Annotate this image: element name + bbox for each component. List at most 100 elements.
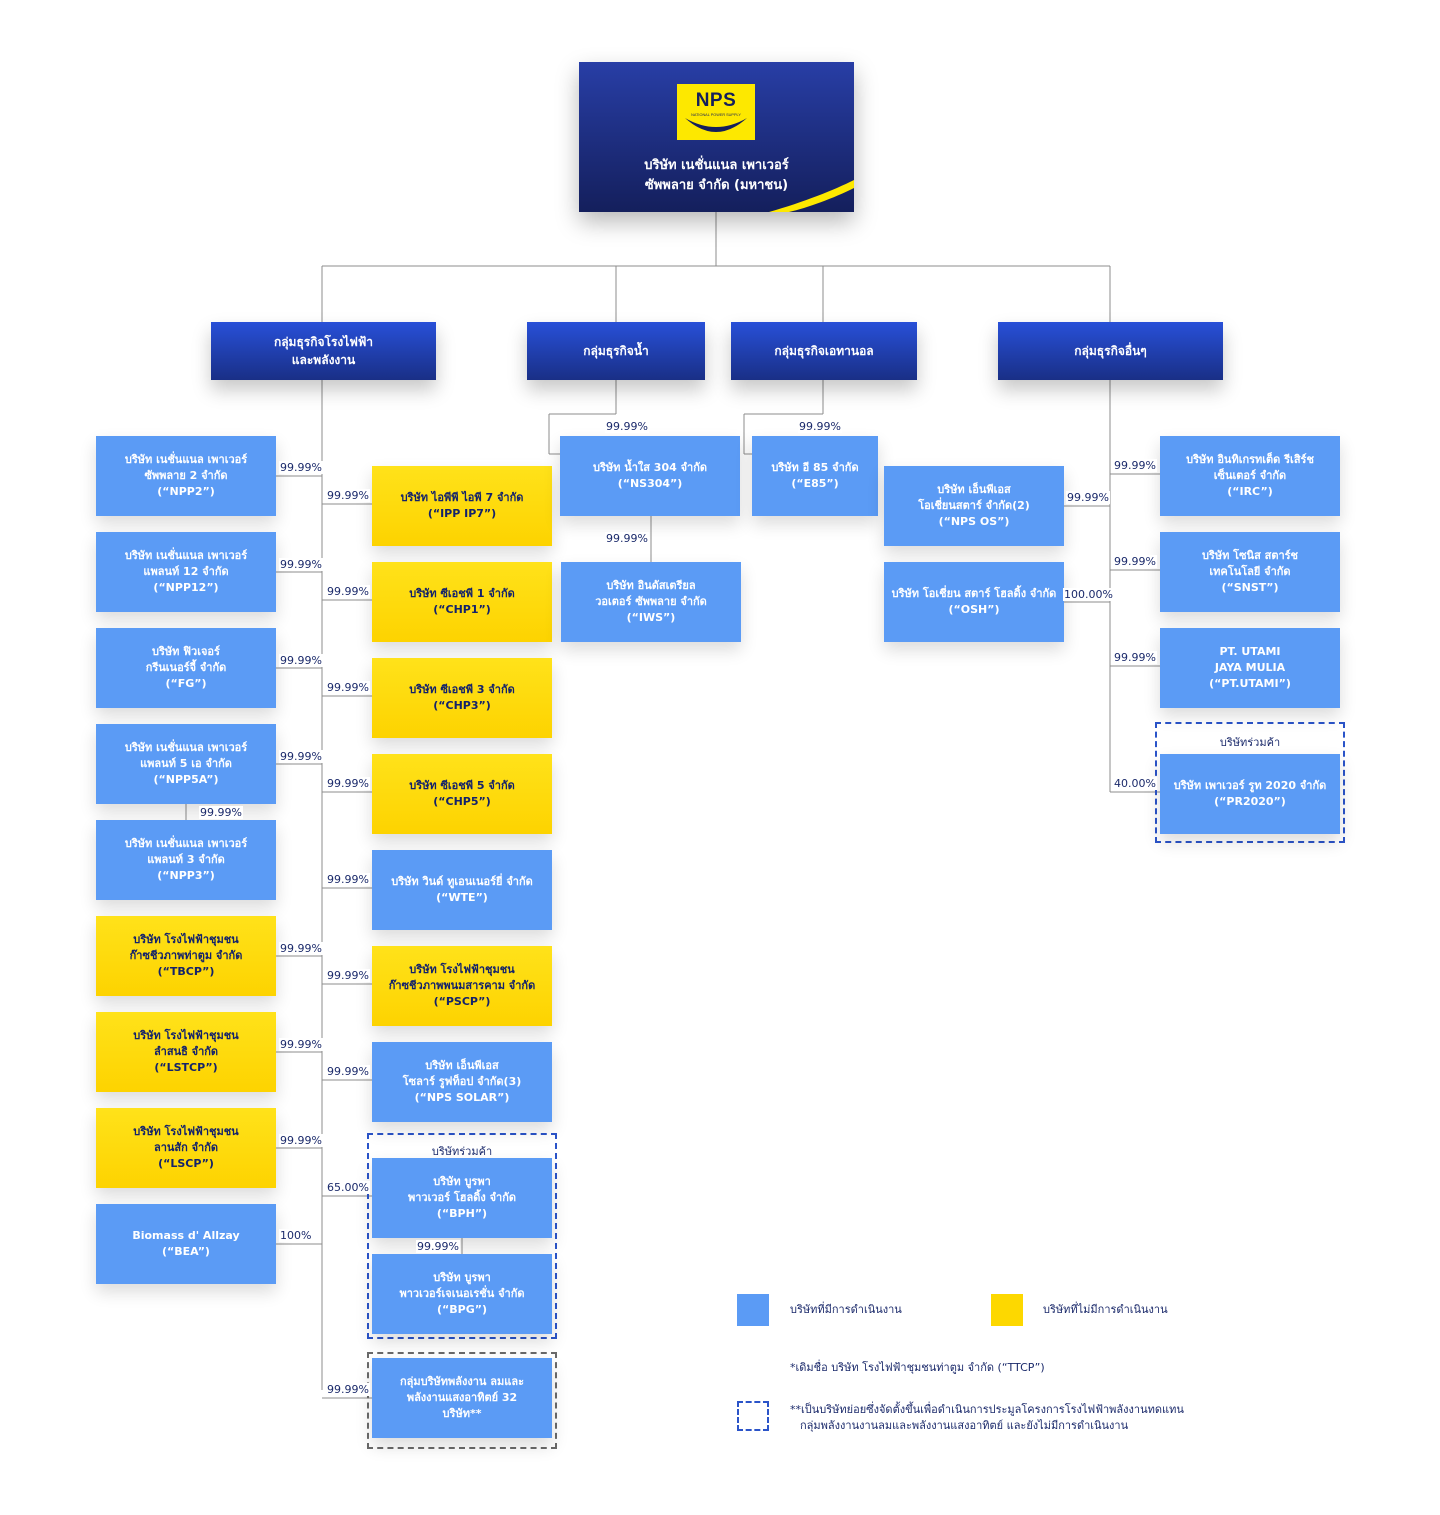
company-nps-os[interactable]: บริษัท เอ็นพีเอส โอเชี่ยนสตาร์ จำกัด(2) …	[884, 466, 1064, 546]
company-npp5a[interactable]: บริษัท เนชั่นแนล เพาเวอร์ แพลนท์ 5 เอ จำ…	[96, 724, 276, 804]
joint-venture-label: บริษัทร่วมค้า	[1219, 736, 1281, 749]
company-abbr: (“IRC”)	[1227, 485, 1273, 498]
company-ipp-ip7[interactable]: บริษัท ไอพีพี ไอพี 7 จำกัด (“IPP IP7”)	[372, 466, 552, 546]
company-pscp[interactable]: บริษัท โรงไฟฟ้าชุมชน ก๊าซชีวภาพพนมสารคาม…	[372, 946, 552, 1026]
wind-solar-group-frame	[367, 1352, 557, 1449]
company-name-line: บริษัท โรงไฟฟ้าชุมชน	[133, 1125, 239, 1138]
group-other[interactable]: กลุ่มธุรกิจอื่นๆ	[998, 322, 1223, 380]
company-ns304[interactable]: บริษัท น้ำใส 304 จำกัด (“NS304”)	[560, 436, 740, 516]
ownership-pct: 100.00%	[1063, 588, 1114, 601]
group-water[interactable]: กลุ่มธุรกิจน้ำ	[527, 322, 705, 380]
company-name-line: บริษัท เนชั่นแนล เพาเวอร์	[124, 837, 248, 850]
company-osh[interactable]: บริษัท โอเชี่ยน สตาร์ โฮลดิ้ง จำกัด (“OS…	[884, 562, 1064, 642]
ownership-pct: 99.99%	[1113, 651, 1157, 664]
company-abbr: (“NPS SOLAR”)	[414, 1091, 510, 1104]
company-snst[interactable]: บริษัท โซนิส สตาร์ช เทคโนโลยี จำกัด (“SN…	[1160, 532, 1340, 612]
company-npp2[interactable]: บริษัท เนชั่นแนล เพาเวอร์ ซัพพลาย 2 จำกั…	[96, 436, 276, 516]
nps-logo: NPS NATIONAL POWER SUPPLY	[677, 84, 755, 140]
company-abbr: (“LSTCP”)	[154, 1061, 218, 1074]
ownership-pct: 99.99%	[279, 1134, 323, 1147]
company-name-line: โอเชี่ยนสตาร์ จำกัด(2)	[918, 499, 1030, 512]
company-chp1[interactable]: บริษัท ซีเอชพี 1 จำกัด (“CHP1”)	[372, 562, 552, 642]
company-iws[interactable]: บริษัท อินดัสเตรียล วอเตอร์ ซัพพลาย จำกั…	[561, 562, 741, 642]
company-name-line: บริษัท ซีเอชพี 1 จำกัด	[409, 587, 515, 600]
joint-venture-frame-bph	[367, 1133, 557, 1339]
ownership-pct: 99.99%	[326, 873, 370, 886]
legend-operating-label: บริษัทที่มีการดำเนินงาน	[790, 1303, 902, 1316]
ownership-pct: 99.99%	[279, 654, 323, 667]
company-name-line: บริษัท อี 85 จำกัด	[771, 461, 859, 474]
company-abbr: (“NPP3”)	[157, 869, 215, 882]
company-name-line: โซลาร์ รูฟท็อป จำกัด(3)	[402, 1075, 522, 1088]
company-name-line: บริษัท ซีเอชพี 5 จำกัด	[409, 779, 515, 792]
company-abbr: (“PSCP”)	[433, 995, 491, 1008]
ownership-pct: 99.99%	[798, 420, 842, 433]
company-name-line: แพลนท์ 12 จำกัด	[143, 565, 229, 578]
group-ethanol[interactable]: กลุ่มธุรกิจเอทานอล	[731, 322, 917, 380]
company-abbr: (“NS304”)	[617, 477, 683, 490]
company-abbr: (“SNST”)	[1221, 581, 1279, 594]
company-pr2020[interactable]: บริษัท เพาเวอร์ รูท 2020 จำกัด (“PR2020”…	[1160, 754, 1340, 834]
company-name-line: แพลนท์ 5 เอ จำกัด	[140, 757, 232, 770]
ownership-pct: 65.00%	[326, 1181, 370, 1194]
ownership-pct: 99.99%	[605, 532, 649, 545]
ownership-pct: 99.99%	[326, 969, 370, 982]
parent-company-name: บริษัท เนชั่นแนล เพาเวอร์ ซัพพลาย จำกัด …	[579, 156, 854, 196]
company-name-line: Biomass d' Allzay	[132, 1229, 240, 1242]
company-bpg[interactable]: บริษัท บูรพา พาวเวอร์เจเนอเรชั่น จำกัด (…	[372, 1254, 552, 1334]
ownership-pct: 99.99%	[326, 777, 370, 790]
ownership-pct: 99.99%	[1113, 555, 1157, 568]
company-name-line: บริษัท เนชั่นแนล เพาเวอร์	[124, 549, 248, 562]
ownership-pct: 99.99%	[1066, 491, 1110, 504]
legend-not-operating-label: บริษัทที่ไม่มีการดำเนินงาน	[1043, 1303, 1168, 1316]
company-abbr: (“NPP2”)	[157, 485, 215, 498]
company-name-line: JAYA MULIA	[1214, 661, 1286, 674]
company-name-line: บริษัท ฟิวเจอร์	[152, 645, 220, 658]
company-npp3[interactable]: บริษัท เนชั่นแนล เพาเวอร์ แพลนท์ 3 จำกัด…	[96, 820, 276, 900]
company-tbcp[interactable]: บริษัท โรงไฟฟ้าชุมชน ก๊าซชีวภาพท่าตูม จำ…	[96, 916, 276, 996]
company-name-line: ซัพพลาย 2 จำกัด	[144, 469, 228, 482]
company-chp5[interactable]: บริษัท ซีเอชพี 5 จำกัด (“CHP5”)	[372, 754, 552, 834]
company-abbr: (“NPP12”)	[153, 581, 219, 594]
company-fg[interactable]: บริษัท ฟิวเจอร์ กรีนเนอร์จี้ จำกัด (“FG”…	[96, 628, 276, 708]
company-name-line: บริษัท โรงไฟฟ้าชุมชน	[133, 1029, 239, 1042]
company-pt-utami[interactable]: PT. UTAMI JAYA MULIA (“PT.UTAMI”)	[1160, 628, 1340, 708]
company-name-line: พลังงานแสงอาทิตย์ 32	[406, 1391, 518, 1404]
company-wind-solar-group[interactable]: กลุ่มบริษัทพลังงาน ลมและ พลังงานแสงอาทิต…	[372, 1358, 552, 1438]
company-bph[interactable]: บริษัท บูรพา พาวเวอร์ โฮลดิ้ง จำกัด (“BP…	[372, 1158, 552, 1238]
company-name-line: ก๊าซชีวภาพท่าตูม จำกัด	[129, 949, 243, 962]
company-name-line: บริษัท ซีเอชพี 3 จำกัด	[409, 683, 515, 696]
company-name-line: บริษัท โซนิส สตาร์ช	[1201, 549, 1299, 562]
company-abbr: (“TBCP”)	[157, 965, 215, 978]
company-abbr: (“CHP5”)	[433, 795, 491, 808]
company-name-line: วอเตอร์ ซัพพลาย จำกัด	[595, 595, 707, 608]
company-npp12[interactable]: บริษัท เนชั่นแนล เพาเวอร์ แพลนท์ 12 จำกั…	[96, 532, 276, 612]
company-abbr: (“CHP3”)	[433, 699, 491, 712]
ownership-pct: 99.99%	[416, 1240, 460, 1253]
company-nps-solar[interactable]: บริษัท เอ็นพีเอส โซลาร์ รูฟท็อป จำกัด(3)…	[372, 1042, 552, 1122]
company-bea[interactable]: Biomass d' Allzay (“BEA”)	[96, 1204, 276, 1284]
company-name-line: บริษัท บูรพา	[433, 1175, 491, 1188]
company-name-line: บริษัท โรงไฟฟ้าชุมชน	[133, 933, 239, 946]
company-irc[interactable]: บริษัท อินทิเกรทเต็ด รีเสิร์ช เซ็นเตอร์ …	[1160, 436, 1340, 516]
logo-text: NPS	[695, 90, 737, 111]
company-chp3[interactable]: บริษัท ซีเอชพี 3 จำกัด (“CHP3”)	[372, 658, 552, 738]
group-label: กลุ่มธุรกิจน้ำ	[583, 344, 649, 358]
company-e85[interactable]: บริษัท อี 85 จำกัด (“E85”)	[752, 436, 878, 516]
company-name-line: เซ็นเตอร์ จำกัด	[1213, 469, 1287, 482]
company-lscp[interactable]: บริษัท โรงไฟฟ้าชุมชน ลานสัก จำกัด (“LSCP…	[96, 1108, 276, 1188]
company-abbr: (“WTE”)	[436, 891, 488, 904]
ownership-pct: 99.99%	[326, 681, 370, 694]
company-abbr: (“FG”)	[165, 677, 207, 690]
group-power[interactable]: กลุ่มธุรกิจโรงไฟฟ้า และพลังงาน	[211, 322, 436, 380]
company-abbr: (“IWS”)	[626, 611, 676, 624]
company-abbr: (“PR2020”)	[1214, 795, 1286, 808]
company-lstcp[interactable]: บริษัท โรงไฟฟ้าชุมชน ลำสนธิ จำกัด (“LSTC…	[96, 1012, 276, 1092]
legend-operating-swatch	[737, 1294, 769, 1326]
company-wte[interactable]: บริษัท วินด์ ทูเอนเนอร์ยี่ จำกัด (“WTE”)	[372, 850, 552, 930]
legend-note-formerly: *เดิมชื่อ บริษัท โรงไฟฟ้าชุมชนท่าตูม จำก…	[790, 1361, 1045, 1374]
ownership-pct: 99.99%	[279, 461, 323, 474]
company-abbr: (“BPG”)	[437, 1303, 487, 1316]
parent-company-box[interactable]: NPS NATIONAL POWER SUPPLY บริษัท เนชั่นแ…	[579, 62, 854, 212]
